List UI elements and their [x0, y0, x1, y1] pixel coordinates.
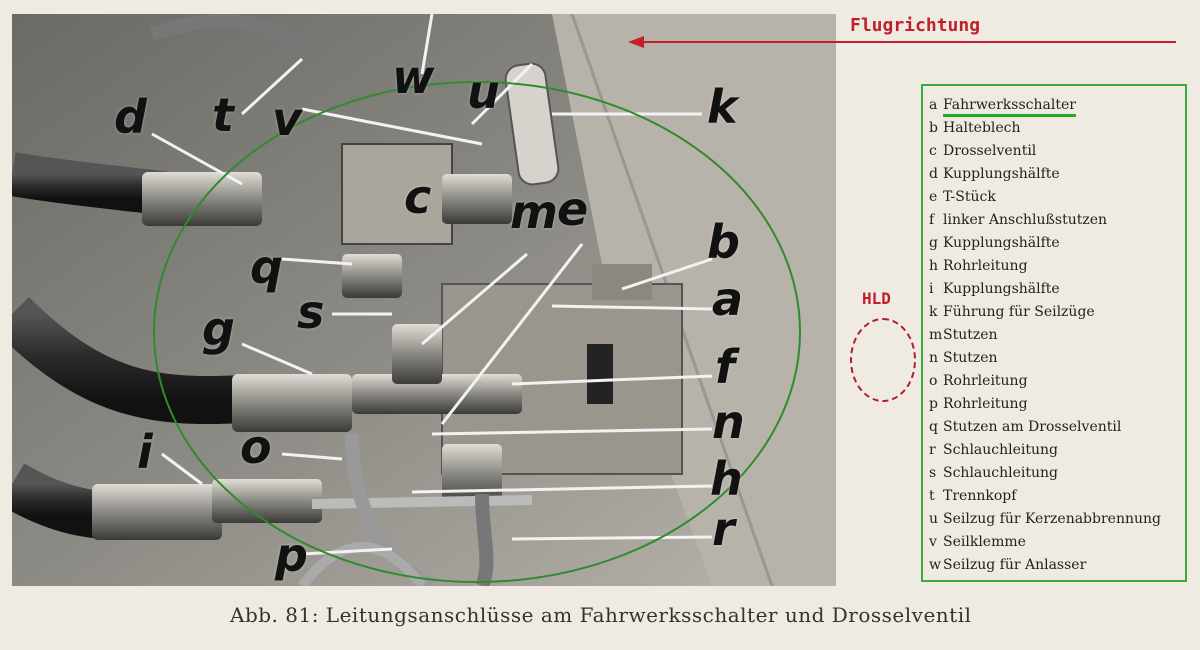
legend-item-s: s Schlauchleitung — [929, 462, 1185, 485]
legend-description: Halteblech — [943, 120, 1021, 136]
legend-key: w — [929, 557, 941, 573]
legend-item-b: b Halteblech — [929, 117, 1185, 140]
legend-key: e — [929, 189, 938, 205]
legend-key: o — [929, 373, 938, 389]
legend-item-m: mStutzen — [929, 324, 1185, 347]
legend-key: m — [929, 327, 943, 343]
legend-item-t: t Trennkopf — [929, 485, 1185, 508]
legend-item-g: g Kupplungshälfte — [929, 232, 1185, 255]
photo-label-c: c — [404, 170, 432, 224]
legend-item-i: i Kupplungshälfte — [929, 278, 1185, 301]
photo-label-t: t — [212, 88, 234, 142]
photo-label-b: b — [707, 215, 740, 269]
legend-item-d: d Kupplungshälfte — [929, 163, 1185, 186]
photo-label-a: a — [712, 272, 744, 326]
legend-panel: a Fahrwerksschalter b Halteblech c Drosselven… — [921, 84, 1187, 582]
legend-description: Rohrleitung — [943, 258, 1028, 274]
photo-label-v: v — [272, 92, 302, 146]
legend-description: Fahrwerksschalter — [943, 97, 1076, 113]
legend-key: c — [929, 143, 937, 159]
hld-label: HLD — [862, 289, 891, 308]
photo-label-m: m — [510, 185, 558, 239]
photo-label-q: q — [250, 240, 283, 294]
hld-dashed-ellipse — [850, 318, 916, 402]
legend-description: Seilzug für Kerzenabbrennung — [943, 511, 1161, 527]
legend-item-q: q Stutzen am Drosselventil — [929, 416, 1185, 439]
legend-key: a — [929, 97, 938, 113]
legend-description: Seilklemme — [943, 534, 1026, 550]
highlight-ellipse — [153, 81, 801, 583]
legend-item-o: o Rohrleitung — [929, 370, 1185, 393]
photo-label-i: i — [137, 425, 153, 479]
photo-label-f: f — [715, 340, 736, 394]
legend-description: Führung für Seilzüge — [943, 304, 1095, 320]
legend-key: r — [929, 442, 936, 458]
photo-label-n: n — [712, 395, 745, 449]
legend-description: Drosselventil — [943, 143, 1037, 159]
legend-description: Stutzen am Drosselventil — [943, 419, 1122, 435]
photo-label-s: s — [297, 285, 325, 339]
figure-caption: Abb. 81: Leitungsanschlüsse am Fahrwerks… — [230, 603, 972, 627]
photo-drawing — [12, 14, 836, 586]
legend-item-p: p Rohrleitung — [929, 393, 1185, 416]
legend-item-f: f linker Anschlußstutzen — [929, 209, 1185, 232]
legend-key: v — [929, 534, 937, 550]
legend-item-a: a Fahrwerksschalter — [929, 94, 1185, 117]
legend-description: Trennkopf — [943, 488, 1017, 504]
legend-description: Schlauchleitung — [943, 442, 1059, 458]
legend-item-k: k Führung für Seilzüge — [929, 301, 1185, 324]
flight-direction-label: Flugrichtung — [850, 15, 981, 36]
diagram-photo: d t v w u k c m e b q s a g f n i o h p … — [12, 14, 836, 586]
legend-description: T-Stück — [943, 189, 996, 205]
legend-description: Kupplungshälfte — [943, 166, 1060, 182]
legend-description: Rohrleitung — [943, 373, 1028, 389]
legend-item-e: e T-Stück — [929, 186, 1185, 209]
leader-lines — [151, 14, 713, 556]
legend-item-c: c Drosselventil — [929, 140, 1185, 163]
legend-key: d — [929, 166, 938, 182]
legend-description: Stutzen — [943, 350, 998, 366]
legend-key: p — [929, 396, 938, 412]
legend-item-r: r Schlauchleitung — [929, 439, 1185, 462]
legend-key: k — [929, 304, 938, 320]
legend-key: g — [929, 235, 938, 251]
legend-description: Kupplungshälfte — [943, 281, 1060, 297]
legend-key: q — [929, 419, 938, 435]
photo-label-g: g — [202, 302, 235, 356]
photo-label-r: r — [712, 502, 735, 556]
legend-key: b — [929, 120, 938, 136]
photo-label-o: o — [240, 420, 272, 474]
photo-label-p: p — [275, 528, 308, 582]
legend-key: u — [929, 511, 939, 527]
legend-key: s — [929, 465, 937, 481]
legend-key: h — [929, 258, 939, 274]
photo-label-k: k — [707, 80, 738, 134]
legend-description: linker Anschlußstutzen — [943, 212, 1108, 228]
legend-key: f — [929, 212, 935, 228]
photo-label-e: e — [557, 182, 589, 236]
legend-description: Seilzug für Anlasser — [943, 557, 1087, 573]
photo-label-u: u — [467, 65, 500, 119]
photo-label-h: h — [710, 452, 743, 506]
legend-key: i — [929, 281, 934, 297]
flight-direction-arrow-icon — [628, 36, 1176, 48]
legend-item-v: v Seilklemme — [929, 531, 1185, 554]
photo-label-d: d — [114, 90, 147, 144]
legend-description: Schlauchleitung — [943, 465, 1059, 481]
photo-label-w: w — [392, 50, 435, 104]
legend-description: Rohrleitung — [943, 396, 1028, 412]
legend-description: Stutzen — [943, 327, 998, 343]
legend-key: n — [929, 350, 939, 366]
legend-key: t — [929, 488, 935, 504]
legend-description: Kupplungshälfte — [943, 235, 1060, 251]
